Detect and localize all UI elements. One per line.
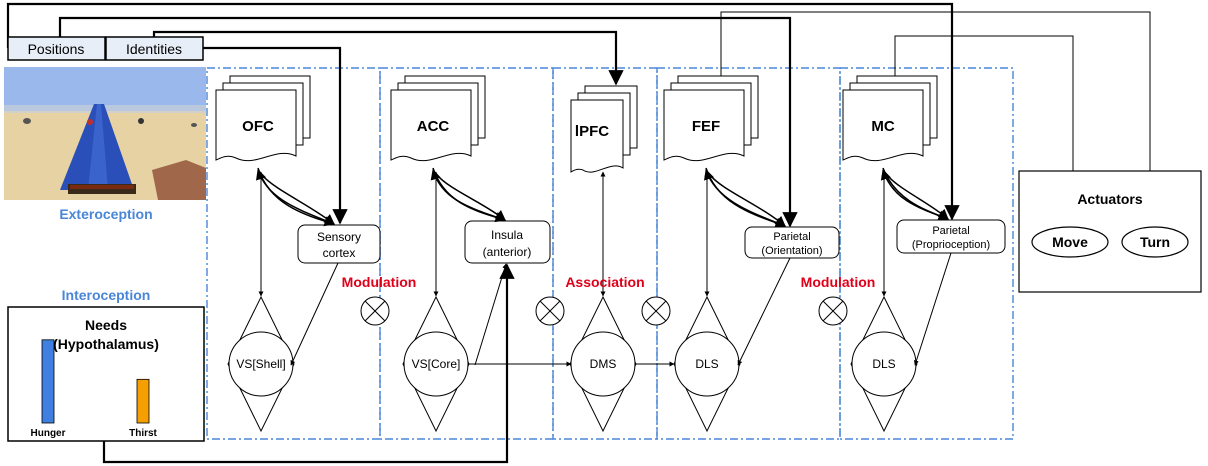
mc-label: MC <box>871 118 894 135</box>
move-actuator <box>1031 226 1109 258</box>
dls2-label: DLS <box>872 357 895 371</box>
exteroception-label: Exteroception <box>59 206 152 222</box>
parietal-proprioception-node: Parietal (Proprioception) <box>896 219 1006 254</box>
positions-label: Positions <box>28 41 85 57</box>
thirst-label: Thirst <box>129 428 157 439</box>
input-wiring <box>6 2 960 228</box>
hunger-bar <box>41 339 55 424</box>
insula-line1: Insula <box>491 228 523 242</box>
column-mc <box>839 67 1014 440</box>
lpfc-stack: lPFC <box>570 85 638 173</box>
association-symbol <box>641 296 671 326</box>
acc-label: ACC <box>417 118 450 135</box>
output-wiring <box>720 11 1153 227</box>
exteroception-scene-image <box>4 67 206 200</box>
mc-stack: MC <box>842 75 938 162</box>
modulation-symbol-1 <box>360 296 390 326</box>
fef-stack: FEF <box>663 75 759 162</box>
parietal-orientation-node: Parietal (Orientation) <box>744 226 840 259</box>
ofc-stack: OFC <box>215 75 311 162</box>
modulation-symbol-2 <box>535 296 565 326</box>
needs-title: Needs <box>85 317 127 333</box>
column-lpfc <box>552 67 658 440</box>
modulation-symbol-3 <box>818 296 848 326</box>
hunger-label: Hunger <box>31 428 66 439</box>
move-label: Move <box>1052 234 1088 250</box>
turn-label: Turn <box>1140 234 1170 250</box>
modulation-label-1: Modulation <box>342 274 417 290</box>
association-label: Association <box>565 274 644 290</box>
parietal2-line2: (Proprioception) <box>912 239 990 251</box>
identities-label: Identities <box>126 41 182 57</box>
interaction-symbols <box>360 296 848 326</box>
turn-actuator <box>1121 226 1189 258</box>
needs-subtitle: (Hypothalamus) <box>53 336 159 352</box>
node-striatum-arrows <box>290 252 952 367</box>
parietal2-line1: Parietal <box>932 225 969 237</box>
lpfc-label: lPFC <box>575 123 609 140</box>
sensory-cortex-node: Sensory cortex <box>297 224 381 264</box>
sensory-line1: Sensory <box>317 230 361 244</box>
identities-box: Identities <box>105 36 204 61</box>
striatum-shapes <box>227 295 918 433</box>
interoception-label: Interoception <box>62 287 151 303</box>
vs-core-label: VS[Core] <box>412 357 461 371</box>
needs-panel: Needs (Hypothalamus) Hunger Thirst <box>7 306 205 442</box>
parietal1-line1: Parietal <box>773 231 810 243</box>
sensory-line2: cortex <box>323 246 356 260</box>
thirst-bar <box>136 378 150 424</box>
actuators-panel: Actuators Move Turn <box>1018 170 1202 293</box>
dms-label: DMS <box>590 357 617 371</box>
actuators-title: Actuators <box>1077 191 1143 207</box>
ofc-label: OFC <box>242 118 274 135</box>
insula-node: Insula (anterior) <box>464 220 551 264</box>
modulation-label-2: Modulation <box>801 274 876 290</box>
region-columns <box>206 67 1014 440</box>
fef-label: FEF <box>692 118 720 135</box>
dls1-label: DLS <box>695 357 718 371</box>
positions-box: Positions <box>7 36 106 61</box>
acc-stack: ACC <box>390 75 486 162</box>
insula-line2: (anterior) <box>483 245 532 259</box>
cortex-striatum-arrows <box>258 171 887 297</box>
parietal1-line2: (Orientation) <box>761 245 822 257</box>
vs-shell-label: VS[Shell] <box>236 357 285 371</box>
